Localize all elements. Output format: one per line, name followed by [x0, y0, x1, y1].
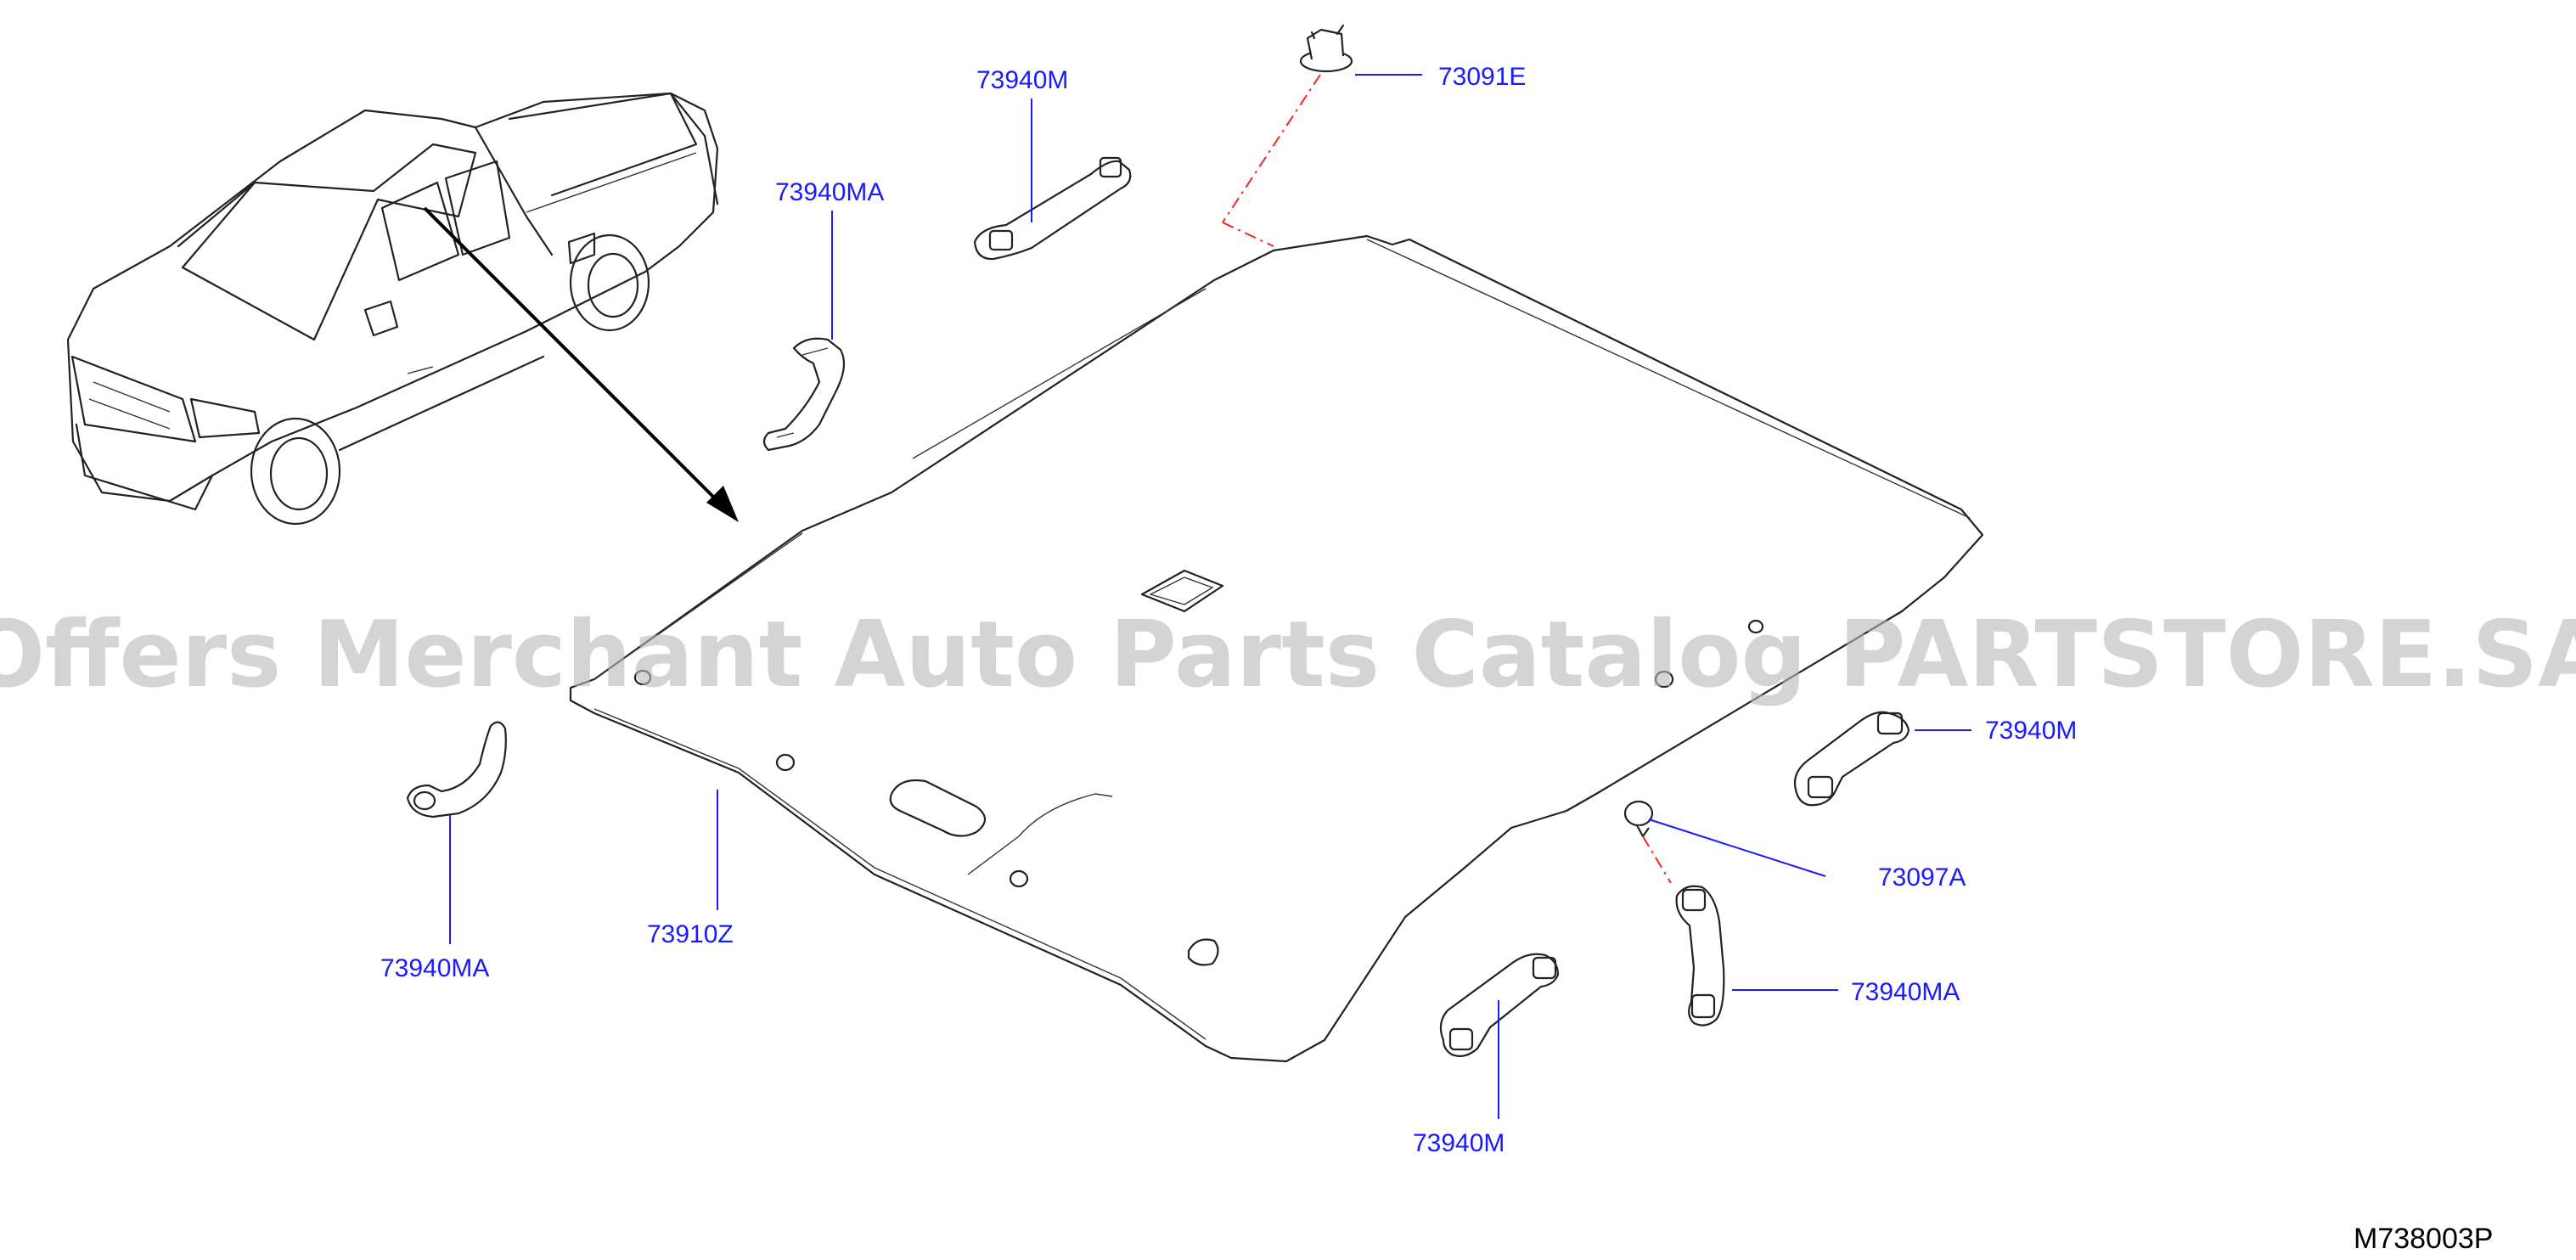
- leader-lines: [449, 74, 1971, 1119]
- clip-top-alignment-line: [1222, 74, 1321, 223]
- assist-grip-top-center: [973, 156, 1132, 261]
- assist-grip-top-left: [762, 337, 846, 452]
- part-label-headliner: 73910Z: [647, 920, 734, 948]
- headliner-panel: [569, 234, 1984, 1063]
- part-label-grip-bottom-center: 73940M: [1413, 1129, 1505, 1157]
- clip-part-top: [1299, 24, 1353, 73]
- assist-grip-right-lower: [1675, 885, 1725, 1027]
- vehicle-illustration: [66, 92, 719, 526]
- part-labels: 73091E 73940M 73940MA 73940M 73097A 7394…: [380, 63, 2077, 1157]
- part-label-grip-top-left: 73940MA: [775, 178, 884, 206]
- part-label-grip-right-lower: 73940MA: [1851, 978, 1960, 1006]
- clip-top-alignment-line-2: [1222, 222, 1274, 247]
- part-label-grip-bottom-left: 73940MA: [380, 954, 489, 982]
- part-label-grip-right-upper: 73940M: [1985, 717, 2077, 745]
- assist-grip-bottom-left: [406, 721, 507, 818]
- assist-grip-right-upper: [1793, 711, 1910, 807]
- part-label-clip-top: 73091E: [1438, 63, 1526, 91]
- watermark-text: Offers Merchant Auto Parts Catalog PARTS…: [0, 602, 2576, 708]
- part-label-clip-right: 73097A: [1878, 863, 1966, 892]
- clip-right-alignment-line: [1642, 835, 1672, 884]
- pointer-arrow: [423, 206, 739, 522]
- clip-part-right: [1623, 800, 1654, 838]
- diagram-code: M738003P: [2354, 1223, 2493, 1255]
- part-label-grip-top-center: 73940M: [976, 66, 1068, 94]
